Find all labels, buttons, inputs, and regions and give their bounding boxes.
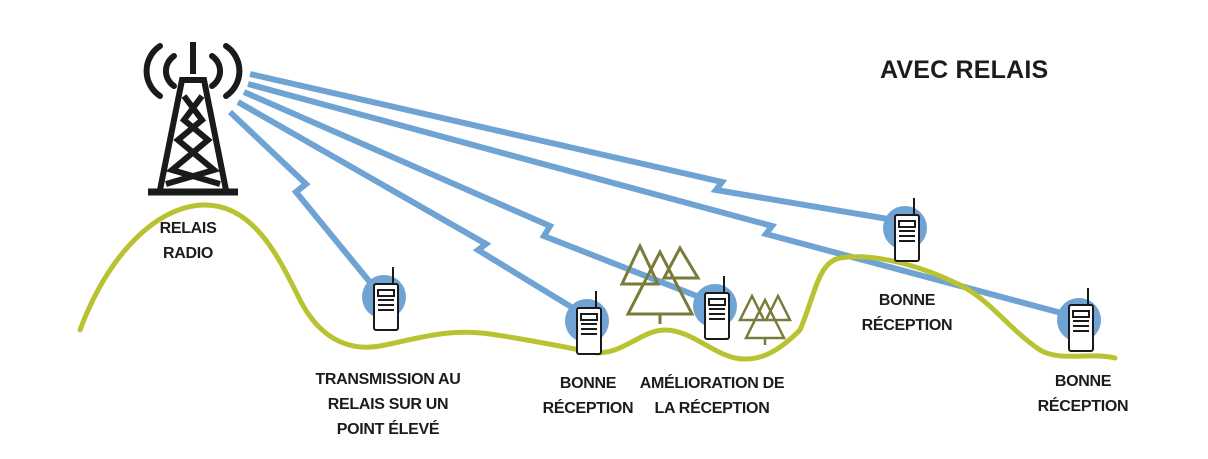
signal-beams bbox=[227, 71, 1081, 321]
walkie-talkie-icon bbox=[1068, 288, 1094, 352]
diagram-title: AVEC RELAIS bbox=[880, 56, 1048, 84]
label-line: BONNE bbox=[1055, 373, 1112, 390]
label-radio-1: TRANSMISSION AU RELAIS SUR UN POINT ÉLEV… bbox=[315, 371, 460, 438]
label-line: POINT ÉLEVÉ bbox=[337, 419, 440, 438]
tree-group-right bbox=[737, 293, 793, 345]
signal-beam-4 bbox=[247, 81, 1081, 321]
label-line: RELAIS SUR UN bbox=[328, 396, 449, 413]
label-line: RÉCEPTION bbox=[862, 315, 953, 334]
signal-beam-1 bbox=[227, 109, 381, 294]
signal-beam-2 bbox=[236, 99, 588, 319]
label-line: RADIO bbox=[163, 245, 213, 262]
walkie-talkie-icon bbox=[373, 267, 399, 331]
label-radio-5: BONNE RÉCEPTION bbox=[1038, 373, 1129, 415]
label-line: RÉCEPTION bbox=[1038, 396, 1129, 415]
label-line: BONNE bbox=[879, 292, 936, 309]
tree-icon bbox=[661, 244, 701, 280]
label-line: RÉCEPTION bbox=[543, 398, 634, 417]
walkie-talkie-icon bbox=[894, 198, 920, 262]
radio-2 bbox=[565, 291, 609, 355]
signal-beam-5 bbox=[249, 71, 907, 225]
radio-waves-icon bbox=[143, 43, 243, 99]
radio-4 bbox=[883, 198, 927, 262]
label-line: LA RÉCEPTION bbox=[655, 398, 770, 417]
tree-icon bbox=[763, 293, 793, 322]
tree-icon bbox=[625, 248, 695, 324]
tree-icon bbox=[737, 293, 767, 322]
radio-3 bbox=[693, 276, 737, 340]
radio-5 bbox=[1057, 288, 1101, 352]
tree-icon bbox=[619, 242, 661, 286]
label-relay: RELAIS RADIO bbox=[160, 220, 218, 262]
terrain-line bbox=[77, 202, 1118, 362]
label-line: RELAIS bbox=[160, 220, 218, 237]
antenna-tower-icon bbox=[148, 42, 238, 196]
label-line: AMÉLIORATION DE bbox=[640, 373, 785, 392]
walkie-talkie-icon bbox=[704, 276, 730, 340]
walkie-talkie-icon bbox=[576, 291, 602, 355]
label-line: BONNE bbox=[560, 375, 617, 392]
label-line: TRANSMISSION AU bbox=[315, 371, 460, 388]
label-radio-4: BONNE RÉCEPTION bbox=[862, 292, 953, 334]
tree-group-center bbox=[619, 242, 701, 324]
label-radio-2: BONNE RÉCEPTION bbox=[543, 375, 634, 417]
radio-1 bbox=[362, 267, 406, 331]
tree-icon bbox=[743, 297, 787, 345]
label-radio-3: AMÉLIORATION DE LA RÉCEPTION bbox=[640, 373, 785, 417]
